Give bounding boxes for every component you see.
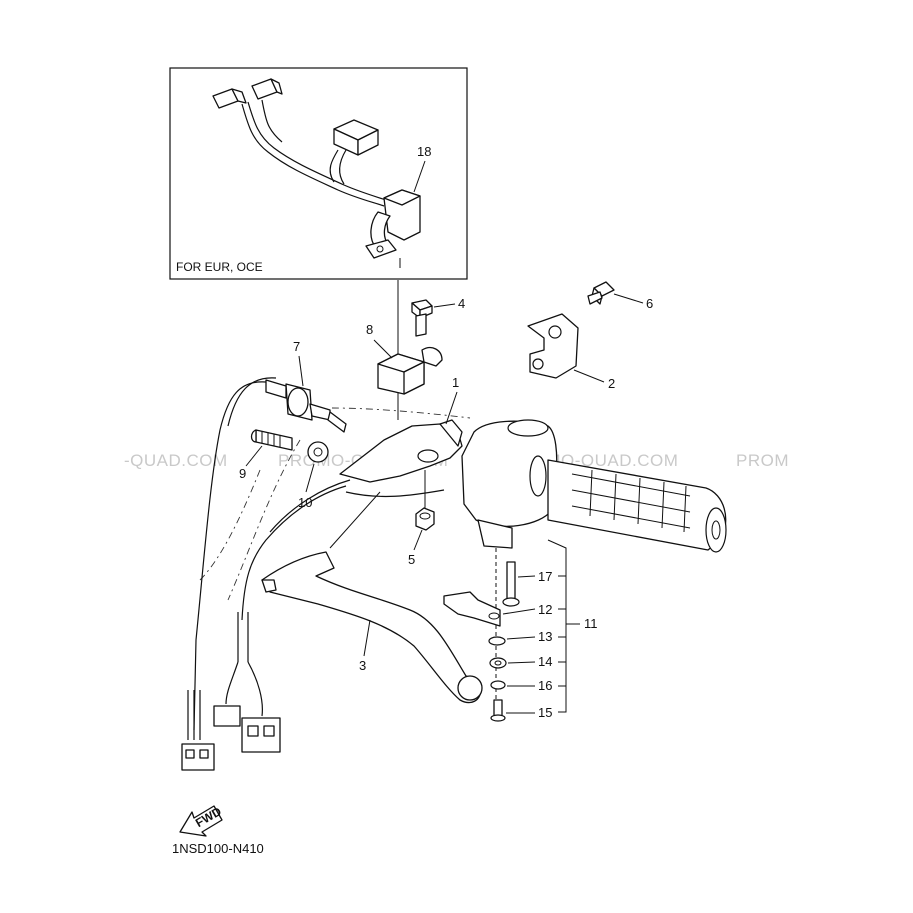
callout-6: 6 xyxy=(646,296,653,311)
inset-caption: FOR EUR, OCE xyxy=(176,260,263,274)
clutch-switch-18 xyxy=(365,189,421,259)
inset-connector-a xyxy=(212,78,283,109)
callout-2: 2 xyxy=(608,376,615,391)
handle-grip xyxy=(547,459,727,553)
callout-8: 8 xyxy=(366,322,373,337)
inset-wire-2 xyxy=(247,101,387,201)
inset-wire-4 xyxy=(329,149,339,183)
plate-12 xyxy=(443,591,501,627)
cable-handle xyxy=(241,485,347,621)
bracket-2 xyxy=(527,313,579,379)
callout-3: 3 xyxy=(359,658,366,673)
callout-11: 11 xyxy=(584,616,598,631)
lockwasher-14 xyxy=(489,657,507,669)
switch-housing xyxy=(461,419,558,549)
watermark-4: PROM xyxy=(736,451,789,470)
inset-connector-b xyxy=(333,119,379,156)
callout-4: 4 xyxy=(458,296,465,311)
callout-12: 12 xyxy=(538,602,552,617)
watermark-1: -QUAD.COM xyxy=(124,451,228,470)
diagram-code: 1NSD100-N410 xyxy=(172,841,264,856)
inset-box: FOR EUR, OCE 18 xyxy=(169,67,468,280)
cable-7-b xyxy=(227,377,277,427)
adjuster-9 xyxy=(250,429,293,451)
watermark-row: -QUAD.COM PROMO-QUAD.COM PROMO-QUAD.COM … xyxy=(124,451,789,470)
callout-16: 16 xyxy=(538,678,552,693)
washer-16 xyxy=(490,680,506,690)
cable-7-a xyxy=(193,381,267,731)
callout-9: 9 xyxy=(239,466,246,481)
callout-17: 17 xyxy=(538,569,552,584)
harness-left xyxy=(181,690,215,771)
callout-13: 13 xyxy=(538,629,552,644)
fwd-arrow-icon: FWD xyxy=(179,804,224,837)
callout-1: 1 xyxy=(452,375,459,390)
inset-wire-5 xyxy=(338,149,347,185)
group-bracket-11 xyxy=(547,539,567,713)
callout-15: 15 xyxy=(538,705,552,720)
bolt-4 xyxy=(411,299,433,337)
switch-7 xyxy=(265,379,347,433)
phantom-bar xyxy=(331,407,471,419)
screw-6 xyxy=(587,281,615,305)
bracket-8 xyxy=(377,346,443,395)
washer-13 xyxy=(488,636,506,646)
inset-wire-1 xyxy=(241,103,385,207)
locknut-10 xyxy=(307,441,329,463)
nut-5 xyxy=(415,507,435,531)
callout-14: 14 xyxy=(538,654,552,669)
brake-lever-3 xyxy=(261,551,483,704)
cable-link xyxy=(345,489,445,498)
phantom-line-2 xyxy=(227,439,301,601)
callout-18: 18 xyxy=(417,144,431,159)
screw-17 xyxy=(502,561,520,607)
lever-holder-1 xyxy=(339,419,463,483)
callout-7: 7 xyxy=(293,339,300,354)
cable-handle-2 xyxy=(269,479,351,533)
harness-right xyxy=(213,612,281,753)
callout-5: 5 xyxy=(408,552,415,567)
screw-15 xyxy=(490,699,506,722)
inset-wire-3 xyxy=(261,99,283,143)
phantom-line-1 xyxy=(199,469,261,581)
